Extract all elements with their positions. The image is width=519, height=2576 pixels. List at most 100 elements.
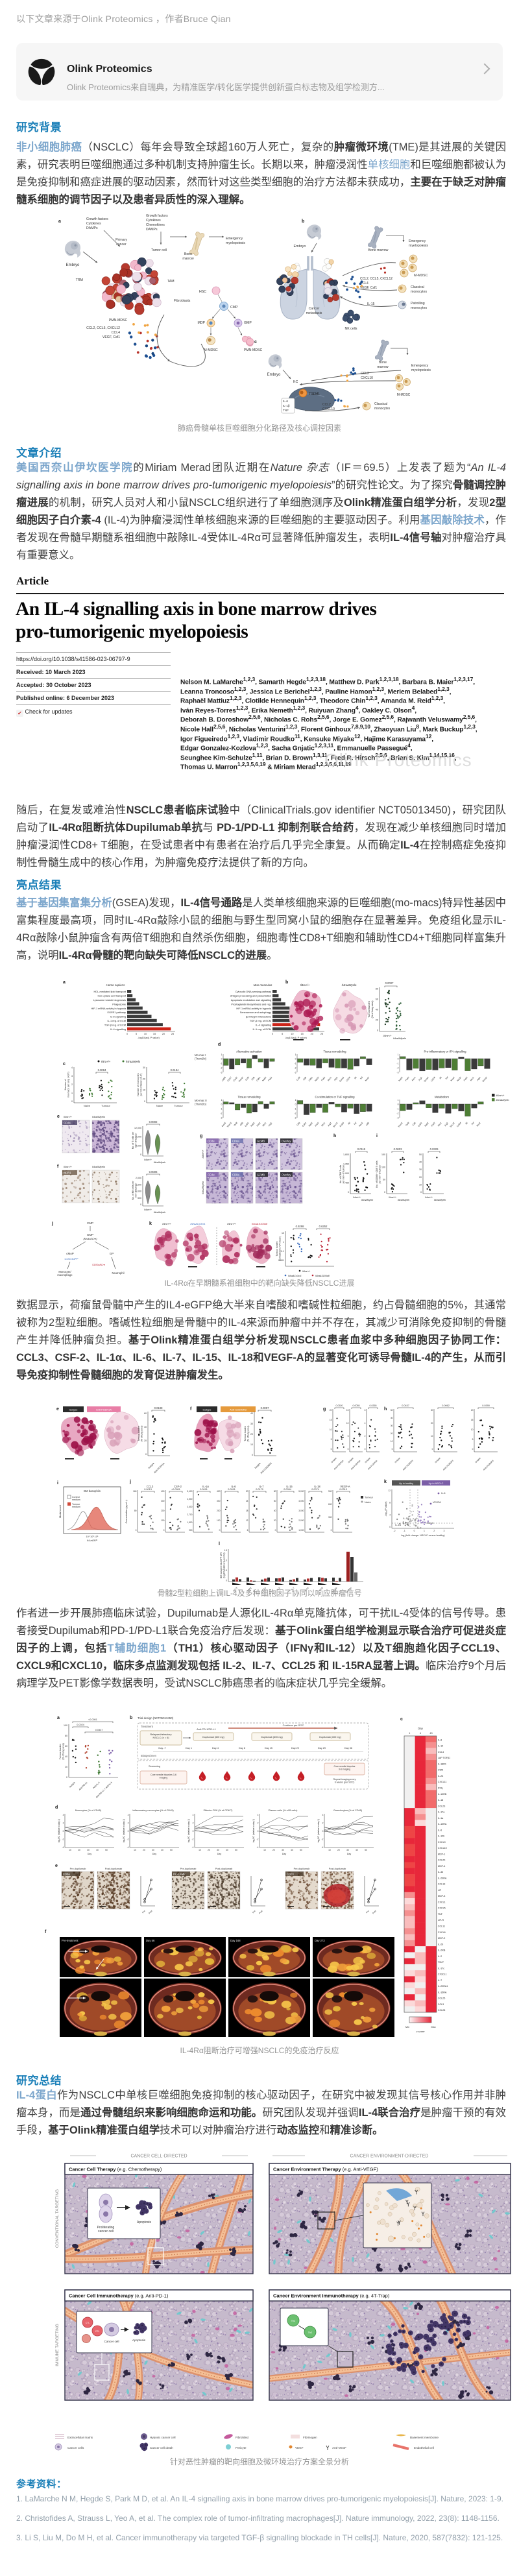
svg-text:Neutrophil: Neutrophil [112, 1271, 124, 1275]
svg-text:43: 43 [429, 1732, 432, 1735]
svg-text:40: 40 [250, 1412, 253, 1415]
svg-text:IL-10: IL-10 [438, 1745, 443, 1748]
svg-text:Day: Day [88, 1853, 92, 1855]
svg-text:-1: -1 [396, 1107, 398, 1110]
svg-text:30: 30 [250, 1423, 253, 1425]
svg-text:CCL3: CCL3 [232, 1587, 238, 1593]
svg-text:Day -7: Day -7 [158, 1747, 165, 1750]
svg-text:Folr2: Folr2 [463, 1076, 468, 1082]
svg-text:IL-7: IL-7 [417, 1527, 422, 1530]
svg-text:1,800: 1,800 [187, 1521, 192, 1524]
svg-text:0: 0 [348, 1448, 349, 1451]
svg-text:M-MDSC: M-MDSC [204, 348, 218, 352]
svg-text:20: 20 [391, 1432, 393, 1435]
svg-text:10: 10 [431, 1435, 433, 1438]
svg-text:<0.0001: <0.0001 [88, 1718, 97, 1721]
svg-text:0: 0 [365, 1448, 366, 1451]
svg-text:Bone: Bone [379, 361, 387, 365]
svg-text:10: 10 [346, 1422, 349, 1425]
svg-text:IFNγ: IFNγ [438, 1787, 443, 1789]
svg-text:Isotype: Isotype [69, 1408, 78, 1412]
svg-text:900: 900 [328, 1490, 332, 1493]
svg-text:log₂FC (relative to day 1): log₂FC (relative to day 1) [252, 1819, 255, 1842]
svg-text:10: 10 [328, 1849, 331, 1851]
svg-text:4: 4 [322, 1814, 324, 1816]
svg-text:VEGF: VEGF [295, 2446, 304, 2450]
svg-text:(% of lung area): (% of lung area) [141, 1426, 143, 1442]
svg-text:0: 0 [472, 1448, 474, 1451]
svg-text:20: 20 [144, 1439, 147, 1442]
svg-text:-2: -2 [294, 1112, 296, 1114]
svg-text:-1: -1 [220, 1062, 222, 1065]
svg-text:Il4raΔMyelo: Il4raΔMyelo [496, 1099, 509, 1101]
svg-text:TSLP: TSLP [438, 1961, 444, 1964]
svg-text:CXCL10: CXCL10 [322, 407, 335, 411]
svg-text:Tumour burden: Tumour burden [59, 1744, 62, 1759]
svg-text:30: 30 [152, 1849, 154, 1851]
svg-text:-1: -1 [294, 1062, 296, 1065]
svg-text:HSC: HSC [199, 290, 206, 294]
svg-text:-log10(adj. P value): -log10(adj. P value) [138, 1036, 160, 1039]
svg-text:Day 56: Day 56 [146, 1939, 155, 1942]
svg-text:50: 50 [170, 1849, 173, 1851]
svg-text:0: 0 [432, 1448, 433, 1451]
svg-text:Overlay: Overlay [282, 1140, 291, 1143]
svg-text:20: 20 [272, 1849, 275, 1851]
svg-text:PMN-MDSC: PMN-MDSC [109, 319, 128, 322]
svg-text:Th2: Th2 [291, 2320, 296, 2322]
svg-text:Mrc1: Mrc1 [262, 1122, 267, 1127]
svg-text:0: 0 [295, 1103, 296, 1105]
svg-text:IL-8: IL-8 [438, 1739, 442, 1741]
svg-text:50: 50 [391, 1409, 393, 1412]
svg-text:0: 0 [389, 1526, 391, 1528]
svg-text:Basement membrane: Basement membrane [410, 2436, 439, 2439]
svg-text:Repeat imaging every: Repeat imaging every [333, 1778, 356, 1781]
svg-text:log₂FC (relative to day 1): log₂FC (relative to day 1) [317, 1819, 320, 1842]
svg-text:b: b [285, 980, 288, 985]
svg-text:CANCER CELL-DIRECTED: CANCER CELL-DIRECTED [130, 2154, 187, 2159]
svg-text:20: 20 [471, 1409, 474, 1412]
svg-text:IL-6: IL-6 [231, 1485, 236, 1488]
svg-text:3,000: 3,000 [298, 1510, 304, 1512]
svg-text:Nab2: Nab2 [424, 1122, 429, 1127]
svg-text:24: 24 [246, 1500, 248, 1502]
svg-text:k: k [384, 1480, 387, 1484]
svg-text:Cancer cells: Cancer cells [67, 2446, 84, 2450]
svg-text:GZMB: GZMB [257, 1174, 265, 1177]
svg-text:CCL11: CCL11 [438, 1925, 445, 1927]
svg-text:TNF: TNF [438, 1913, 443, 1916]
svg-text:CCL25: CCL25 [438, 1997, 445, 2000]
svg-text:Post: Post [372, 1910, 377, 1915]
svg-text:2: 2 [128, 1822, 129, 1825]
svg-text:20: 20 [431, 1422, 433, 1425]
svg-text:Arg1: Arg1 [333, 1076, 338, 1082]
svg-text:Il4raΔMyelo: Il4raΔMyelo [393, 1037, 406, 1040]
svg-text:LAP TGFβ1: LAP TGFβ1 [438, 1757, 450, 1759]
svg-text:Il6: Il6 [348, 1122, 351, 1125]
svg-text:0: 0 [295, 1057, 296, 1060]
svg-text:Folr2: Folr2 [256, 1122, 261, 1127]
svg-text:3: 3 [71, 1075, 73, 1077]
svg-text:Il4raΔMyelo: Il4raΔMyelo [398, 1199, 410, 1201]
svg-text:100: 100 [161, 1519, 165, 1522]
svg-text:15: 15 [153, 1033, 156, 1035]
svg-text:50: 50 [383, 1179, 385, 1181]
svg-text:b: b [130, 1716, 132, 1720]
svg-text:IL-1α: IL-1α [395, 1524, 402, 1526]
svg-text:600: 600 [328, 1503, 332, 1506]
svg-text:400: 400 [161, 1490, 165, 1493]
svg-text:Ccl24: Ccl24 [339, 1122, 345, 1127]
svg-text:-3: -3 [396, 1116, 398, 1119]
svg-text:10: 10 [144, 1033, 147, 1035]
svg-text:k: k [149, 1222, 152, 1226]
svg-text:0.0006: 0.0006 [149, 1170, 158, 1174]
svg-text:Ccl8: Ccl8 [245, 1076, 249, 1081]
svg-text:60: 60 [144, 1412, 147, 1415]
svg-text:Prostaglandin biosynthesis and: Prostaglandin biosynthesis and reg. [231, 1002, 271, 1005]
svg-text:CCL4: CCL4 [112, 331, 120, 335]
svg-text:Tnf: Tnf [359, 1076, 364, 1080]
svg-text:0.0007: 0.0007 [385, 981, 394, 985]
svg-text:0.0115: 0.0115 [357, 1148, 366, 1151]
svg-text:HDL-mediated lipid transport: HDL-mediated lipid transport [93, 990, 126, 993]
svg-text:0: 0 [414, 1530, 415, 1532]
